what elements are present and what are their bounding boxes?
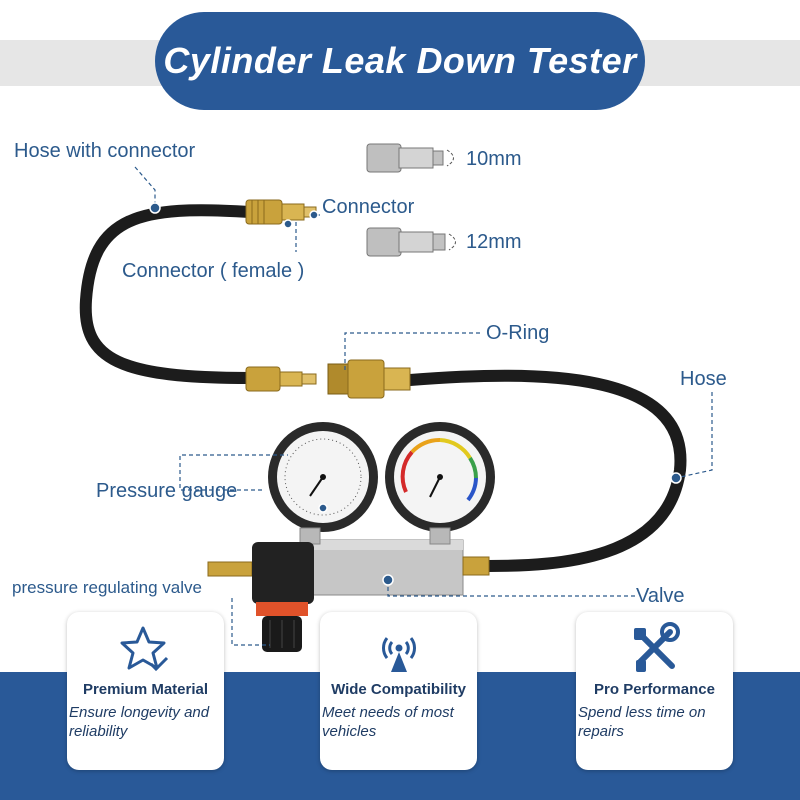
feature-description: Spend less time on repairs: [578, 704, 706, 740]
title-banner: Cylinder Leak Down Tester: [155, 12, 645, 110]
star-check-icon: [120, 626, 168, 672]
feature-card-pro-performance: Pro Performance Spend less time on repai…: [576, 612, 733, 770]
middle-connector-male: [245, 366, 317, 392]
label-hose-with-connector: Hose with connector: [14, 140, 196, 162]
callout-dots: [149, 202, 682, 586]
feature-description: Ensure longevity and reliability: [69, 704, 210, 740]
feature-card-wide-compatibility: Wide Compatibility Meet needs of most ve…: [320, 612, 477, 770]
feature-title: Pro Performance: [594, 681, 715, 698]
pressure-regulator: [207, 542, 314, 652]
top-connector: [245, 199, 317, 225]
feature-card-premium-material: Premium Material Ensure longevity and re…: [67, 612, 224, 770]
label-o-ring: O-Ring: [486, 322, 550, 344]
label-connector: Connector: [322, 196, 415, 218]
signal-tower-icon: [381, 637, 416, 672]
feature-title: Wide Compatibility: [331, 681, 466, 698]
label-pressure-gauge: Pressure gauge: [96, 480, 238, 502]
adapter-10mm: [366, 143, 444, 173]
label-size-10mm: 10mm: [466, 148, 522, 170]
middle-connector-female: [327, 359, 411, 399]
label-connector-female: Connector ( female ): [122, 260, 305, 282]
pressure-gauge-right: [385, 422, 495, 532]
callout-lines: [134, 166, 713, 646]
tools-icon: [633, 622, 680, 672]
upper-hose: [79, 204, 256, 384]
label-hose: Hose: [680, 368, 727, 390]
feature-title: Premium Material: [82, 681, 209, 698]
feature-description: Meet needs of most vehicles: [322, 704, 454, 740]
adapter-12mm: [366, 227, 446, 257]
main-hose: [404, 369, 687, 572]
label-size-12mm: 12mm: [466, 231, 522, 253]
pressure-gauge-left: [268, 422, 378, 532]
label-pressure-regulating-valve: pressure regulating valve: [12, 578, 202, 597]
valve-block: [299, 527, 490, 596]
label-valve: Valve: [636, 585, 685, 607]
page-title: Cylinder Leak Down Tester: [163, 40, 637, 81]
